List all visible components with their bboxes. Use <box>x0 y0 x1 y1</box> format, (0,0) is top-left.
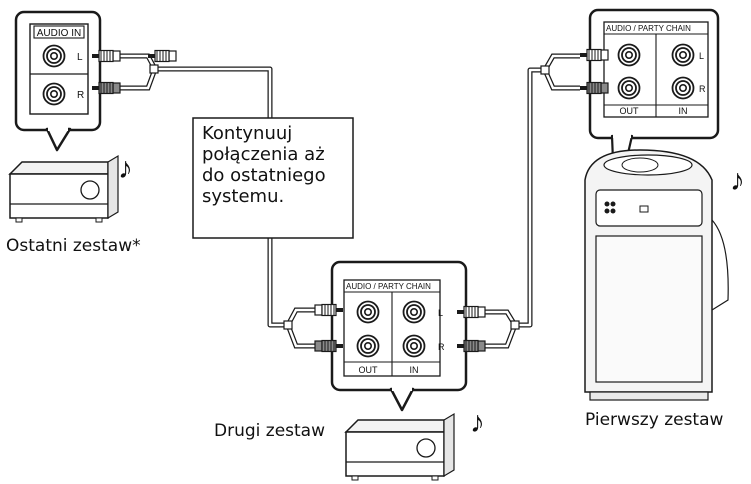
callout-line-1: Kontynuuj <box>202 123 293 144</box>
callout-line-2: połączenia aż <box>202 144 325 165</box>
first-panel-l-label: L <box>699 51 704 61</box>
second-panel-r-label: R <box>438 342 445 352</box>
first-system-label: Pierwszy zestaw <box>585 410 724 430</box>
jack-in-l <box>42 44 66 68</box>
callout-text: Kontynuuj połączenia aż do ostatniego sy… <box>193 118 353 238</box>
plugs-second-right <box>455 304 520 354</box>
plugs-second-left <box>283 302 345 354</box>
panel-audio-in: AUDIO IN L R <box>14 10 102 152</box>
second-panel-l-label: L <box>438 308 443 318</box>
plugs-first <box>540 47 610 96</box>
plugs-last <box>90 48 178 96</box>
first-panel-title: AUDIO / PARTY CHAIN <box>606 24 691 33</box>
panel-party-chain-second: AUDIO / PARTY CHAIN L R OUT IN <box>330 260 468 412</box>
audio-in-l-label: L <box>77 52 83 63</box>
callout-line-4: systemu. <box>202 186 285 207</box>
music-note-icon-last: ♪ <box>118 152 133 185</box>
callout-box <box>192 117 354 239</box>
last-system-label: Ostatni zestaw* <box>6 236 141 256</box>
second-system-label: Drugi zestaw <box>214 421 325 441</box>
music-note-icon-first: ♪ <box>730 164 745 197</box>
panel-party-chain-first: AUDIO / PARTY CHAIN L R OUT IN <box>588 8 720 212</box>
first-panel-r-label: R <box>699 84 706 94</box>
second-panel-out-label: OUT <box>359 365 379 375</box>
audio-in-r-label: R <box>77 90 84 101</box>
jack-in-r <box>42 82 66 106</box>
first-panel-in-label: IN <box>679 106 688 116</box>
audio-in-title: AUDIO IN <box>37 28 81 39</box>
last-system-amp <box>9 155 119 223</box>
first-panel-out-label: OUT <box>620 106 640 116</box>
second-panel-in-label: IN <box>410 365 419 375</box>
tower-speaker <box>584 149 729 401</box>
second-panel-title: AUDIO / PARTY CHAIN <box>346 282 431 291</box>
second-system-amp <box>345 413 455 481</box>
music-note-icon-second: ♪ <box>470 406 485 439</box>
cable-right <box>515 67 545 328</box>
callout-line-3: do ostatniego <box>202 165 326 186</box>
